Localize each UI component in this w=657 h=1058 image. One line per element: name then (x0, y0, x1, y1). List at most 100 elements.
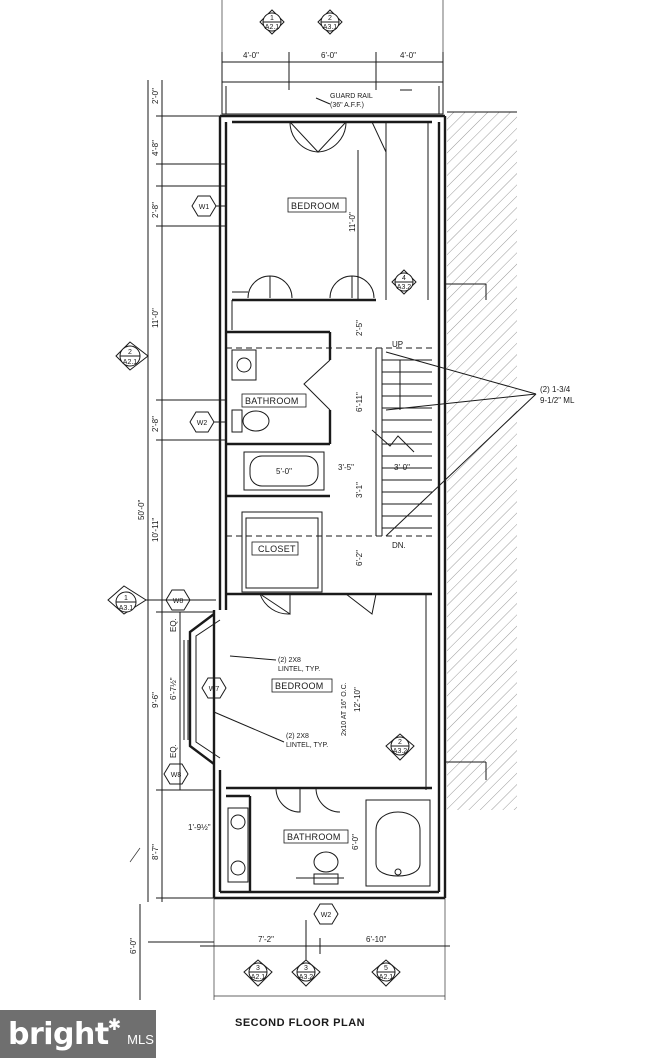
closet-label-box (251, 541, 299, 556)
plan-title: SECOND FLOOR PLAN (235, 1017, 366, 1029)
svg-text:W2: W2 (321, 912, 332, 919)
svg-text:A3.2: A3.2 (397, 284, 412, 291)
stair-up-label: UP (392, 340, 403, 349)
dim-bath-6-0: 6'-0" (351, 834, 360, 850)
svg-text:5: 5 (384, 965, 388, 972)
left-dimension-strings: 2'-0" 4'-8" 2'-8" 11'-0" 2'-8" 50'-0" 10… (129, 80, 226, 1000)
dim-bottom-6-10: 6'-10" (366, 935, 387, 944)
bottom-dimensions: 7'-2" 6'-10" (200, 898, 450, 1000)
window-tag-w1: W1 (191, 195, 226, 217)
dim-left-8-7: 8'-7" (151, 844, 160, 860)
svg-text:W8: W8 (171, 772, 182, 779)
bathroom-mid-label: BATHROOM (245, 396, 299, 406)
section-marker-1-a21-top: 1 A2.1 (259, 9, 285, 35)
bright-mls-watermark: bright ✱ MLS (0, 1010, 156, 1058)
bay-window (183, 613, 221, 765)
bedroom-bottom-label-box (271, 678, 333, 693)
neighbor-hatch-area (447, 112, 517, 810)
bedroom-top-label: BEDROOM (291, 201, 340, 211)
beam-note-a: (2) 1-3/4 (540, 385, 571, 394)
section-marker-5-a21-bottom: 5 A2.1 (371, 959, 401, 987)
dim-left-9-6: 9'-6" (151, 692, 160, 708)
svg-text:W8: W8 (173, 598, 184, 605)
window-tag-w2-bottom: W2 (313, 903, 339, 925)
dim-room-12-10: 12'-10" (353, 687, 362, 712)
svg-text:3: 3 (304, 965, 308, 972)
bathroom-middle: BATHROOM 5'-0" (226, 332, 332, 498)
svg-text:2: 2 (128, 349, 132, 356)
closet-label: CLOSET (258, 544, 296, 554)
dim-left-2-8a: 2'-8" (151, 202, 160, 218)
dim-left-2-8b: 2'-8" (151, 416, 160, 432)
dim-left-eq2: EQ. (169, 744, 178, 758)
svg-text:A2.1: A2.1 (379, 974, 394, 981)
section-marker-2-a32-right: 2 A3.2 (385, 733, 415, 761)
dim-hall-6-2: 6'-2" (355, 550, 364, 566)
section-marker-4-a32: 4 A3.2 (391, 269, 417, 295)
lintel-note-1b: LINTEL, TYP. (278, 666, 320, 673)
window-tag-w2-mid: W2 (189, 411, 226, 433)
svg-text:A3.1: A3.1 (323, 24, 338, 31)
balcony-guard-rail: GUARD RAIL (36" A.F.F.) (221, 81, 444, 115)
section-marker-3-a32-bottom: 3 A3.2 (291, 920, 321, 987)
dim-left-2-0: 2'-0" (151, 88, 160, 104)
lower-bedroom-walls (226, 592, 432, 813)
watermark-suffix: MLS (127, 1031, 154, 1047)
lintel-note-2b: LINTEL, TYP. (286, 742, 328, 749)
svg-text:A3.1: A3.1 (119, 605, 134, 612)
guard-rail-note: GUARD RAIL (330, 93, 373, 100)
dim-stair-6-11: 6'-11" (355, 392, 364, 412)
top-dimension-string: 4'-0" 6'-0" 4'-0" (221, 0, 444, 90)
svg-text:A3.2: A3.2 (299, 974, 314, 981)
bathroom-bottom: BATHROOM 6'-0" 1'-9½" (188, 794, 431, 892)
svg-text:3: 3 (256, 965, 260, 972)
bathroom-bottom-label-box (283, 829, 349, 844)
dim-left-eq1: EQ. (169, 618, 178, 632)
svg-text:1: 1 (124, 595, 128, 602)
window-tag-w7: W7 (201, 677, 227, 699)
dim-hall-3-1: 3'-1" (355, 482, 364, 498)
bathroom-bottom-label: BATHROOM (287, 832, 341, 842)
top-bedroom-balcony-doors (289, 121, 429, 300)
watermark-brand: bright (8, 1016, 109, 1052)
svg-text:A2.1: A2.1 (123, 359, 138, 366)
dim-top-right: 4'-0" (400, 51, 416, 60)
svg-text:1: 1 (270, 15, 274, 22)
dim-left-6-7: 6'-7½" (169, 677, 178, 700)
dim-bath-1-9: 1'-9½" (188, 823, 211, 832)
bedroom-top-label-box (287, 197, 347, 213)
section-marker-1-a31-left: 1 A3.1 (107, 585, 216, 615)
watermark-star-icon: ✱ (107, 1017, 122, 1034)
dim-left-4-8: 4'-8" (151, 140, 160, 156)
section-marker-2-a21-left: 2 A2.1 (115, 341, 149, 371)
dim-hall-2-5: 2'-5" (355, 320, 364, 336)
dim-left-6-0: 6'-0" (129, 938, 138, 954)
stair-and-hall: UP DN. 2'-5" 6'-11" 3'-5" 3'-0" 3'-1" 6'… (226, 320, 432, 566)
stair-down-label: DN. (392, 541, 406, 550)
guard-rail-height-note: (36" A.F.F.) (330, 102, 364, 109)
dim-left-50-0: 50'-0" (137, 499, 146, 520)
window-tag-w8-bottom: W8 (163, 763, 189, 785)
dim-left-10-11: 10'-11" (151, 518, 160, 542)
stair-treads (371, 359, 432, 529)
dim-top-mid: 6'-0" (321, 51, 337, 60)
svg-text:2: 2 (328, 15, 332, 22)
dim-tub-5-0: 5'-0" (276, 467, 292, 476)
dim-bottom-7-2: 7'-2" (258, 935, 274, 944)
svg-text:W2: W2 (197, 420, 208, 427)
section-marker-3-a21-bottom: 3 A2.1 (243, 959, 273, 987)
svg-text:2: 2 (398, 739, 402, 746)
joists-note: 2x10 AT 16" O.C. (341, 682, 348, 736)
svg-text:A3.2: A3.2 (393, 748, 408, 755)
dim-stair-3-0: 3'-0" (394, 463, 410, 472)
svg-text:A2.1: A2.1 (251, 974, 266, 981)
svg-text:W1: W1 (199, 204, 210, 211)
svg-text:W7: W7 (209, 686, 220, 693)
exterior-walls (212, 114, 447, 900)
lintel-note-1a: (2) 2X8 (278, 657, 301, 664)
dim-hall-3-5: 3'-5" (338, 463, 354, 472)
beam-note-b: 9-1/2" ML (540, 396, 575, 405)
dim-top-left: 4'-0" (243, 51, 259, 60)
bedroom-bottom-label: BEDROOM (275, 681, 324, 691)
